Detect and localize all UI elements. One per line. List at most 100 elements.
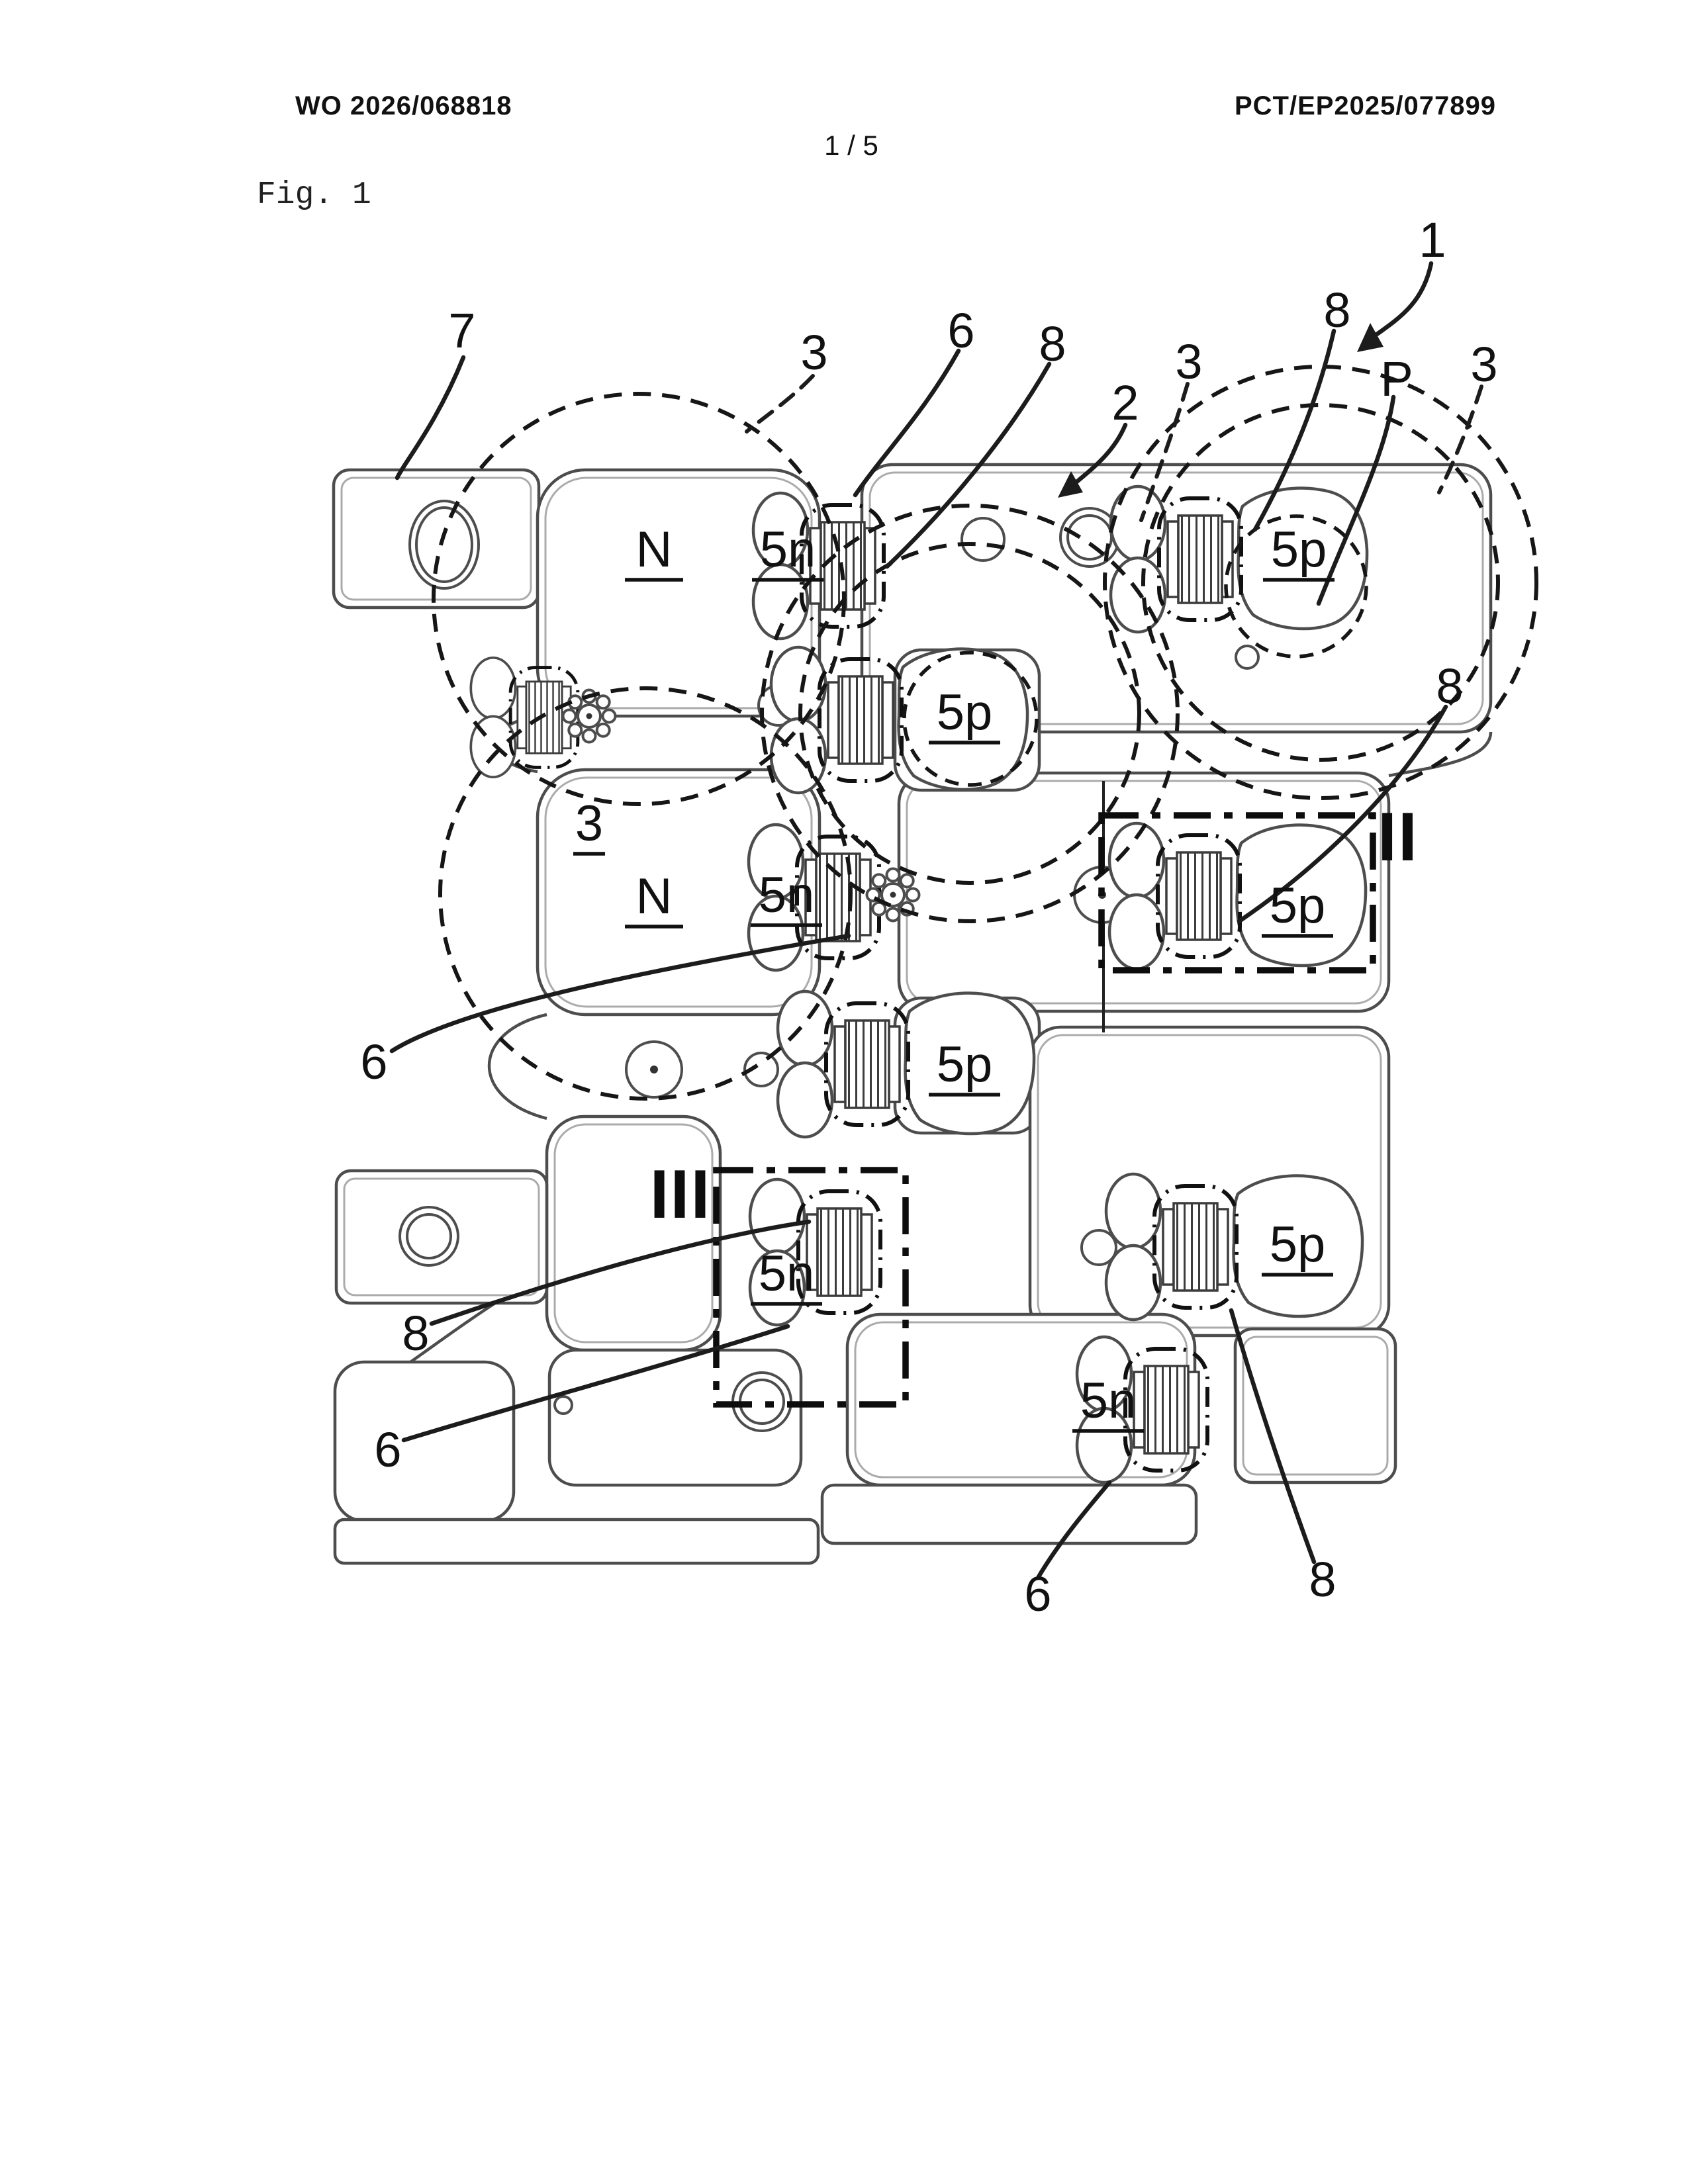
label-5n-row4: 5n	[1072, 1373, 1144, 1433]
leader-1-arrowhead	[1357, 323, 1383, 352]
web-neck-right-1	[1388, 731, 1493, 778]
ref-3-topright: 3	[1470, 337, 1497, 392]
ref-p: P	[1380, 351, 1413, 406]
leader-8-bottomright	[1229, 1308, 1317, 1565]
sheet-page-indicator: 1 / 5	[824, 130, 878, 161]
leader-3-topleft	[745, 374, 815, 433]
ref-6-left: 6	[360, 1034, 387, 1089]
figure-caption: Fig. 1	[257, 177, 371, 213]
label-5p-mid2: 5p	[929, 1036, 1000, 1097]
label-n-row1: N	[625, 522, 683, 582]
pole-region-circles	[432, 365, 1538, 1101]
pole-circle-mid-outer	[760, 504, 1180, 923]
ref-8-left: 8	[402, 1306, 429, 1361]
lower-plate-right	[1233, 1327, 1397, 1484]
svg-text:5n: 5n	[759, 867, 815, 923]
hole-small-row3	[1080, 1229, 1117, 1266]
leader-p	[1316, 394, 1396, 606]
section-label-ii: II	[1378, 799, 1419, 876]
svg-text:5n: 5n	[760, 522, 816, 578]
web-neck-left-3	[409, 1302, 496, 1363]
edge-tab-bottom-left-innerline	[343, 1177, 540, 1297]
pocket-wings	[778, 991, 832, 1137]
pole-and-magnet-labels: N 5n 5p 5p 3 N	[573, 522, 1335, 1433]
pole-circle-n-row2	[438, 686, 853, 1101]
label-5n-row3: 5n	[751, 1246, 822, 1306]
hole-small-top-plate	[961, 517, 1006, 562]
svg-text:5p: 5p	[937, 1036, 993, 1093]
ref-3-topleft: 3	[800, 325, 827, 380]
ref-8-topleft: 8	[1039, 316, 1066, 371]
ref-1: 1	[1419, 212, 1446, 267]
reference-numerals: 7 3 6 8 2 3 8 1 P 3 8 6 8 6 6 8	[360, 212, 1497, 1621]
label-5n-row2: 5n	[751, 867, 822, 927]
tab-hole-oval-inner	[415, 506, 473, 583]
leader-8-topright	[1252, 328, 1336, 532]
edge-tab-top-left-innerline	[340, 477, 532, 601]
section-box-ii	[1098, 812, 1376, 974]
section-box-iii	[713, 1167, 909, 1408]
tab-hole-bottom-left	[399, 1206, 459, 1267]
svg-text:5p: 5p	[1270, 878, 1326, 934]
section-cut-markers: II III	[650, 799, 1419, 1408]
pocket-circle-5p-mid1	[902, 651, 1039, 787]
publication-number: WO 2026/068818	[295, 91, 512, 120]
hole-small-row2-left	[743, 1052, 779, 1087]
pole-circle-p-inner	[1141, 403, 1500, 762]
leader-8-topleft	[884, 361, 1052, 569]
leader-8-right	[1237, 704, 1448, 924]
pole-plate-row3-left-innerline	[553, 1123, 714, 1343]
leader-8-left	[429, 1219, 812, 1326]
web-neck-left-2	[487, 1013, 547, 1120]
label-3-row2: 3	[573, 796, 605, 856]
bottom-rail-center	[820, 1483, 1198, 1545]
hole-tiny-lower-left	[553, 1395, 573, 1415]
carrier-plate-row3-right-innerline	[1037, 1034, 1382, 1329]
lower-plate-right-innerline	[1242, 1336, 1389, 1476]
ref-6-bottomright: 6	[1024, 1567, 1051, 1621]
leader-6-bottomright	[1035, 1480, 1112, 1580]
svg-text:5p: 5p	[1271, 522, 1327, 578]
svg-text:5p: 5p	[1270, 1216, 1326, 1273]
ref-6-bottomleft: 6	[374, 1422, 401, 1477]
hole-tiny-top-plate	[1235, 645, 1260, 670]
ref-6-top: 6	[947, 303, 974, 358]
svg-text:5p: 5p	[937, 684, 993, 741]
label-5p-row2: 5p	[1262, 878, 1333, 938]
application-number: PCT/EP2025/077899	[1234, 91, 1496, 120]
pocket-wings	[469, 656, 517, 779]
leader-6-bottomleft	[401, 1324, 790, 1443]
svg-text:3: 3	[575, 796, 603, 852]
leader-7	[395, 355, 466, 480]
svg-text:5n: 5n	[759, 1246, 815, 1302]
ref-8-topright: 8	[1323, 283, 1350, 338]
leader-2-arrowhead	[1058, 471, 1083, 498]
label-n-row2: N	[625, 868, 683, 929]
lower-plate-far-left	[333, 1360, 516, 1523]
svg-text:N: N	[636, 868, 673, 925]
svg-text:N: N	[636, 522, 673, 578]
ref-2: 2	[1111, 375, 1139, 430]
leader-6-top	[853, 348, 961, 498]
pole-plate-row3-left	[545, 1115, 722, 1352]
ref-8-right: 8	[1436, 659, 1463, 713]
ref-7: 7	[448, 303, 475, 358]
pole-circle-p-outer	[1103, 365, 1538, 800]
label-5n-row1: 5n	[752, 522, 823, 582]
leader-1	[1374, 261, 1434, 337]
ref-3-topmid: 3	[1175, 334, 1202, 389]
leader-6-left	[389, 933, 851, 1054]
ref-8-bottomright: 8	[1309, 1552, 1336, 1607]
pole-circle-mid-inner	[798, 542, 1141, 885]
label-5p-mid1: 5p	[929, 684, 1000, 745]
pocket-circle-5p-row1	[1224, 514, 1368, 659]
bottom-rail-left	[333, 1518, 820, 1565]
label-5p-row3: 5p	[1262, 1216, 1333, 1277]
pivot-hole-row2-left	[625, 1040, 683, 1099]
leader-3-topright	[1437, 385, 1483, 494]
label-5p-row1: 5p	[1263, 522, 1335, 582]
leader-lines	[389, 261, 1483, 1580]
section-label-iii: III	[650, 1156, 712, 1233]
